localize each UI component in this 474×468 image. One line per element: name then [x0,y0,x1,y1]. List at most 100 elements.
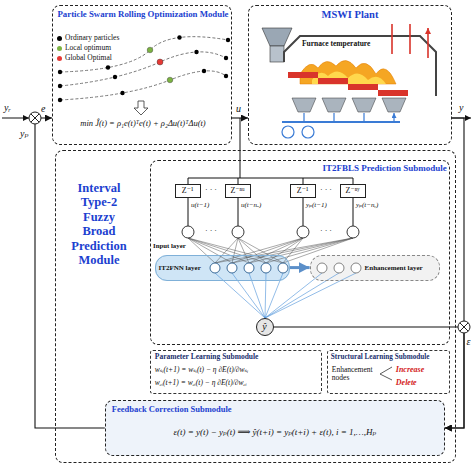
summing-junction [29,112,470,333]
fuzzy-neuron [261,263,271,273]
network-links [215,238,353,263]
plant-drawing [284,36,436,96]
layer-band-fill [310,255,440,281]
plant-drawing [378,90,408,96]
legend-text: Ordinary particles [65,33,119,43]
module-title: Interval Type-2 Fuzzy Broad Prediction M… [66,181,132,267]
module-title: MSWI Plant [249,9,451,21]
enhancement-neuron [334,263,344,273]
network-links [188,238,353,263]
plant-drawing [322,98,346,112]
part-name: Furnace temperature [302,40,370,49]
signal-name: u(t−1) [191,201,209,209]
ellipsis: · · · [320,226,332,235]
plant-drawing [282,126,294,138]
plant-drawing [262,28,292,46]
input-neuron [347,226,359,238]
signal-connector [232,117,248,118]
local-optimum-dots [147,47,173,83]
summing-junction [29,112,41,124]
down-arrow [134,101,148,115]
input-neuron [297,226,309,238]
particle-dots [194,50,198,54]
plant-drawing [382,98,406,112]
legend-text: Local optimum [65,43,111,53]
plant-drawing [312,71,386,84]
particle-dots [224,74,228,78]
signal-name: u(t−nᵤ) [241,201,261,209]
module-box: Interval Type-2 Fuzzy Broad Prediction M… [55,150,456,463]
particle-dots [58,70,62,74]
plant-drawing [392,24,428,58]
input-neuron [182,226,194,238]
signal-name: yₚ(t−nᵧ) [356,201,378,209]
legend-swatch [57,36,62,41]
enhancement-neuron [317,263,361,273]
fuzzy-neuron [210,263,220,273]
particle-dots [226,38,230,42]
summing-junction [460,323,468,331]
summing-junction [31,114,39,122]
layer-band: IT2FNN layer [155,255,290,281]
signal-name: yᵣ [4,102,11,114]
ellipsis: · · · [205,226,217,235]
signal-name: yₚ [20,128,28,140]
delay-box: Z⁻ⁿʸ [340,184,366,198]
delay-label: Z⁻ⁿʸ [341,185,365,197]
local-optimum-dots [167,77,173,83]
fuzzy-neuron [227,263,237,273]
submodule-box: Structural Learning SubmoduleEnhancement… [327,350,450,394]
fuzzy-neuron [278,263,288,273]
enhancement-neuron [317,263,327,273]
particle-paths [60,71,226,100]
submodule-title: Feedback Correction Submodule [112,405,232,415]
fuzzy-neuron [244,263,254,273]
particle-paths [60,37,228,72]
layer-label: Input layer [153,242,186,250]
ellipsis: · · · [320,185,332,194]
objective-formula: min Ĵ(t) = ρ₁e(t)ᵀe(t) + ρ₂Δu(t)ᵀΔu(t) [55,119,231,129]
signal-wire [188,178,353,184]
edge-label: u [236,103,241,115]
particle-paths [60,37,228,100]
plant-drawing [292,98,316,112]
submodule-title: IT2FBLS Prediction Submodule [291,163,447,173]
delay-box: Z⁻¹ [290,184,316,198]
plant-box: MSWI Plant [248,5,452,145]
signal-connector [35,118,105,428]
particle-dots [106,65,110,69]
signal-connector [445,118,464,428]
signal-connector [290,266,310,269]
particle-dots [177,35,181,39]
submodule-title: Structural Learning Submodule [331,353,448,361]
plant-drawing [282,121,400,123]
module-box: Particle Swarm Rolling Optimization Modu… [52,5,232,145]
layer-band: Enhancement layer [310,255,440,281]
delay-label: Z⁻ⁿᵘ [226,185,250,197]
delay-box: Z⁻¹ [175,184,201,198]
signal-name: e [41,103,45,115]
particle-dots [113,75,117,79]
action-word: Delete [396,378,417,387]
submodule-box: Parameter Learning Submodulewₛᵢ(t+1) = w… [150,350,322,394]
signal-wire [240,118,241,178]
submodule-box: Feedback Correction Submoduleε(t) = y(t)… [105,400,445,456]
module-title: Particle Swarm Rolling Optimization Modu… [55,9,231,19]
particle-dots [202,69,206,73]
legend-text: Global Optimal [65,53,112,63]
legend-swatch [57,46,62,51]
signal-wire [188,178,353,179]
plant-drawing [318,78,348,84]
signal-wire [2,118,29,119]
legend-swatch [57,56,62,61]
layer-band-fill [155,255,290,281]
delay-label: Z⁻¹ [291,185,315,197]
signal-name: y [459,102,463,114]
global-optimum-dot [157,59,163,65]
enhancement-neuron [351,263,361,273]
plant-drawing [304,113,394,122]
update-formula: wₑᵢ(t+1) = wₑᵢ(t) − η ∂E(t)/∂wₑᵢ [155,379,247,388]
